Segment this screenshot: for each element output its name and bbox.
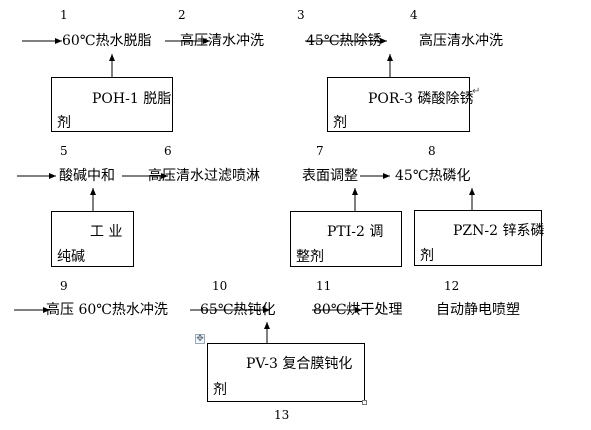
box-por3: POR-3 磷酸除锈 剂 xyxy=(327,77,474,132)
step-hot-rinse: 高压 60℃热水冲洗 xyxy=(46,302,168,318)
box-poh1: POH-1 脱脂 剂 xyxy=(51,77,173,132)
move-handle-icon[interactable]: ✥ xyxy=(195,334,205,344)
box-pti2: PTI-2 调 整剂 xyxy=(290,211,402,267)
box-por3-line2: 剂 xyxy=(333,115,347,131)
box-poh1-line1: POH-1 脱脂 xyxy=(92,91,172,107)
box-pzn2-line2: 剂 xyxy=(420,248,434,264)
step-number-9: 9 xyxy=(60,279,68,293)
step-number-10: 10 xyxy=(212,279,228,293)
step-number-6: 6 xyxy=(164,144,172,158)
step-derust: 45℃热除锈 xyxy=(306,33,382,49)
box-pzn2: PZN-2 锌系磷 剂 xyxy=(414,210,545,266)
step-number-12: 12 xyxy=(444,279,460,293)
step-number-7: 7 xyxy=(316,144,324,158)
step-number-4: 4 xyxy=(410,8,418,22)
box-pv3-line2: 剂 xyxy=(213,382,227,398)
box-pti2-line1: PTI-2 调 xyxy=(327,224,384,240)
box-soda-ash-line2: 纯碱 xyxy=(57,249,85,265)
box-poh1-line2: 剂 xyxy=(57,115,71,131)
step-degrease: 60℃热水脱脂 xyxy=(62,33,152,49)
box-por3-line1: POR-3 磷酸除锈 xyxy=(368,91,474,107)
step-number-1: 1 xyxy=(60,8,68,22)
step-neutralize: 酸碱中和 xyxy=(59,168,115,184)
step-phosphate: 45℃热磷化 xyxy=(395,168,471,184)
box-pzn2-line1: PZN-2 锌系磷 xyxy=(453,223,545,239)
step-number-11: 11 xyxy=(316,279,332,293)
step-number-13: 13 xyxy=(274,408,290,422)
step-rinse-1: 高压清水冲洗 xyxy=(180,33,264,49)
step-surface-adjust: 表面调整 xyxy=(302,168,358,184)
step-number-5: 5 xyxy=(60,144,68,158)
box-soda-ash-line1: 工 业 xyxy=(90,224,123,240)
box-pv3-line1: PV-3 复合膜钝化 xyxy=(246,356,353,372)
step-number-2: 2 xyxy=(178,8,186,22)
box-pv3: PV-3 复合膜钝化 剂 xyxy=(207,343,365,402)
paragraph-return-icon: ↵ xyxy=(472,86,481,97)
resize-handle[interactable] xyxy=(362,400,367,405)
step-filter-spray: 高压清水过滤喷淋 xyxy=(148,168,260,184)
step-number-8: 8 xyxy=(428,144,436,158)
step-passivate: 65℃热钝化 xyxy=(200,302,276,318)
step-dry: 80℃烘干处理 xyxy=(313,302,403,318)
step-powder-coat: 自动静电喷塑 xyxy=(436,302,520,318)
step-number-3: 3 xyxy=(297,8,305,22)
box-soda-ash: 工 业 纯碱 xyxy=(51,211,134,267)
step-rinse-2: 高压清水冲洗 xyxy=(419,33,503,49)
box-pti2-line2: 整剂 xyxy=(296,249,324,265)
